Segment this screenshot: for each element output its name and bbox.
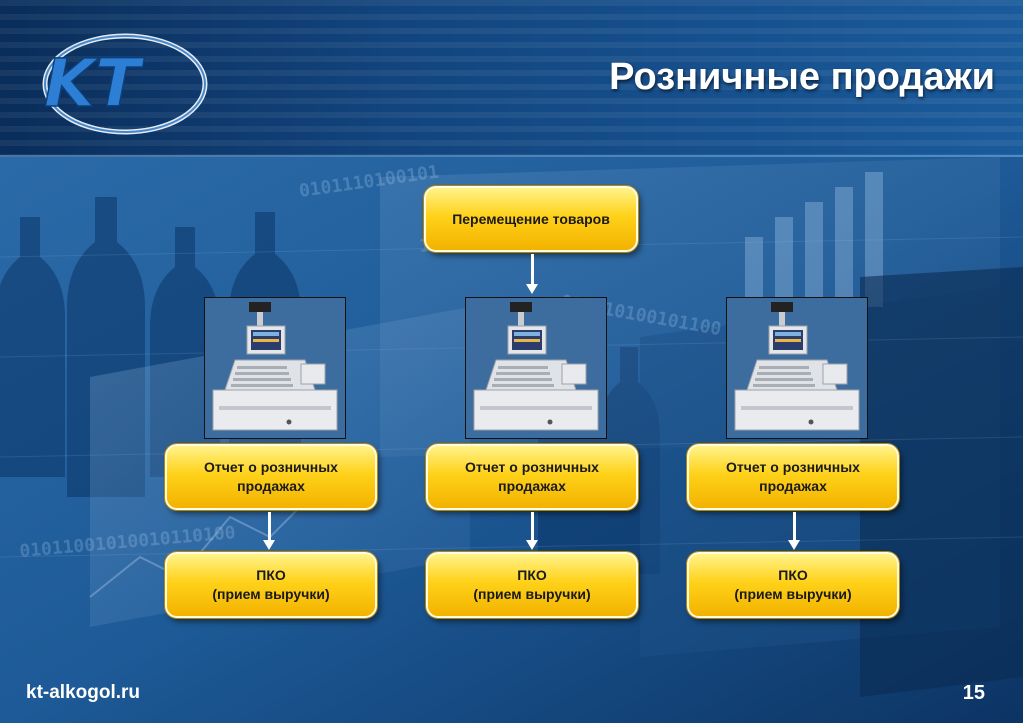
node-retail-report-2: Отчет о розничных продажах (426, 444, 638, 510)
arrow-head (526, 540, 538, 550)
node-retail-report-1: Отчет о розничных продажах (165, 444, 377, 510)
svg-text:KT: KT (44, 45, 145, 122)
node-label: ПКО (256, 567, 286, 583)
node-pko-2: ПКО (прием выручки) (426, 552, 638, 618)
kt-logo: KT (42, 33, 208, 135)
arrow-head (263, 540, 275, 550)
register-2 (465, 297, 607, 439)
node-pko-3: ПКО (прием выручки) (687, 552, 899, 618)
node-retail-report-3: Отчет о розничных продажах (687, 444, 899, 510)
page-title: Розничные продажи (609, 56, 995, 98)
node-pko-1: ПКО (прием выручки) (165, 552, 377, 618)
cash-register-icon (205, 298, 345, 438)
node-label: Отчет о розничных продажах (465, 459, 599, 494)
node-label: Отчет о розничных продажах (726, 459, 860, 494)
node-sublabel: (прием выручки) (212, 586, 330, 602)
node-sublabel: (прием выручки) (734, 586, 852, 602)
node-goods-transfer: Перемещение товаров (424, 186, 638, 252)
arrow-report-to-pko-2 (531, 512, 534, 540)
arrow-head (526, 284, 538, 294)
node-label: ПКО (517, 567, 547, 583)
node-label: Отчет о розничных продажах (204, 459, 338, 494)
cash-register-icon (466, 298, 606, 438)
arrow-report-to-pko-3 (793, 512, 796, 540)
register-1 (204, 297, 346, 439)
footer-site-link[interactable]: kt-alkogol.ru (26, 682, 141, 703)
register-3 (726, 297, 868, 439)
node-label: ПКО (778, 567, 808, 583)
node-label: Перемещение товаров (452, 210, 610, 227)
cash-register-icon (727, 298, 867, 438)
arrow-report-to-pko-1 (268, 512, 271, 540)
arrow-top-to-register (531, 254, 534, 284)
page-number: 15 (962, 682, 985, 704)
arrow-head (788, 540, 800, 550)
node-sublabel: (прием выручки) (473, 586, 591, 602)
header-band (0, 0, 1023, 157)
